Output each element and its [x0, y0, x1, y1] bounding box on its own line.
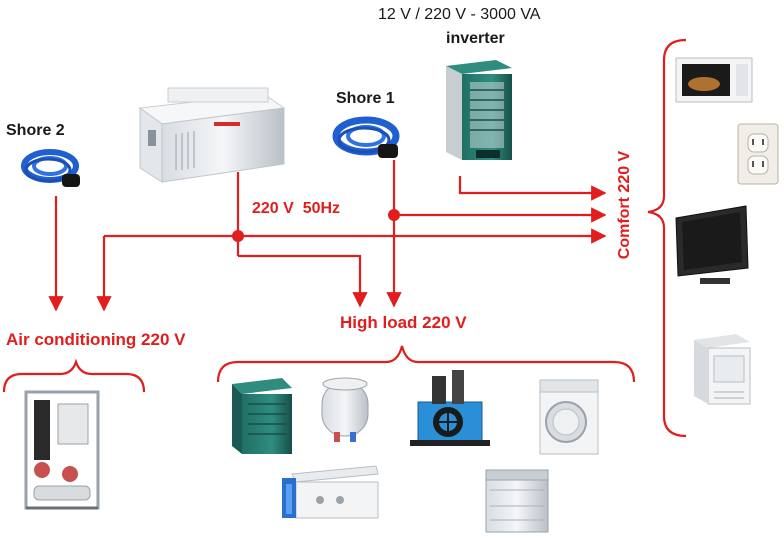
air-conditioning-label: Air conditioning 220 V [6, 330, 186, 349]
generator-output-label: 220 V 50Hz [252, 200, 341, 217]
inverter-line [458, 176, 607, 201]
generator-to-high-load [238, 254, 368, 308]
inverter-icon [446, 60, 512, 160]
high-load-label: High load 220 V [340, 313, 467, 332]
shore2-label: Shore 2 [6, 122, 65, 139]
battery-charger-icon [232, 378, 292, 454]
junction-dots [232, 209, 400, 242]
ice-maker-icon [694, 334, 751, 405]
washing-machine-icon [539, 379, 599, 455]
junction-dot-main [232, 230, 244, 242]
shore2-cable-icon [21, 149, 80, 187]
shore1-label: Shore 1 [336, 90, 395, 107]
television-icon [675, 205, 749, 284]
microwave-icon [675, 57, 753, 103]
inverter-label: inverter [446, 30, 505, 47]
generator-icon [138, 87, 286, 183]
air-conditioning-bracket [2, 358, 146, 393]
power-socket-icon [737, 123, 779, 185]
air-conditioning-unit-icon [24, 390, 100, 510]
shore1-cable-icon [332, 116, 400, 158]
wiring [2, 38, 687, 438]
inverter-spec-label: 12 V / 220 V - 3000 VA [378, 6, 541, 23]
junction-dot-shore1 [388, 209, 400, 221]
comfort-bracket [647, 38, 687, 438]
watermaker-icon [282, 465, 379, 519]
water-heater-icon [321, 377, 369, 442]
high-load-bracket [216, 345, 636, 383]
dishwasher-icon [485, 469, 549, 533]
comfort-label: Comfort 220 V [616, 150, 633, 260]
dive-compressor-icon [410, 370, 490, 446]
